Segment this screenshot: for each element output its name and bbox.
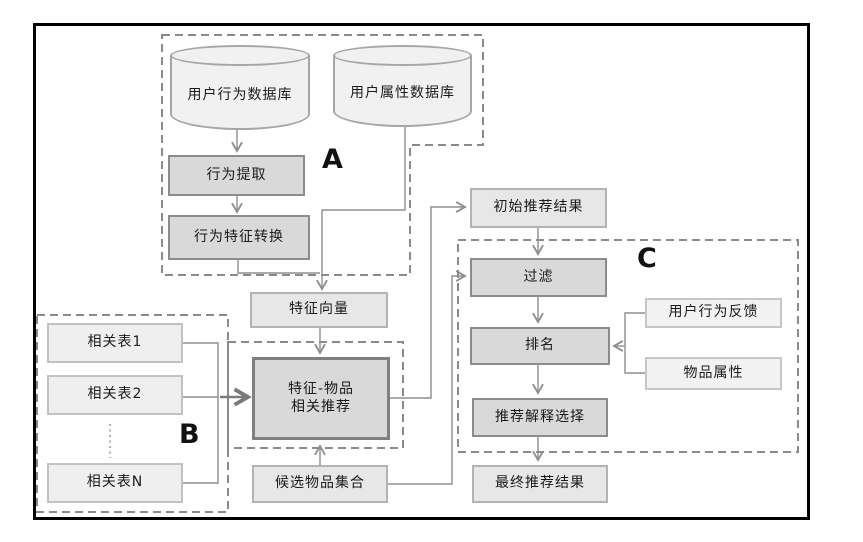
node-label: 物品属性 [683,364,744,381]
node-behavior-feature-conversion: 行为特征转换 [168,215,310,260]
cylinder-top [333,45,472,66]
edge-attributedb-to-featurevector [316,127,406,291]
node-feature-vector: 特征向量 [250,292,388,328]
node-explanation-selection: 推荐解释选择 [472,398,608,437]
node-label: 最终推荐结果 [495,475,585,492]
node-behavior-extraction: 行为提取 [168,155,305,196]
node-user-behavior-feedback: 用户行为反馈 [645,298,782,328]
node-label: 特征-物品 相关推荐 [288,381,354,416]
edge-featureitem-to-initialresult [390,201,467,399]
edge-conversion-merge [237,260,320,274]
zone-b-outline [36,314,229,513]
node-label: 用户行为反馈 [668,304,759,321]
database-user-behavior: 用户行为数据库 [170,45,310,130]
node-final-result: 最终推荐结果 [472,465,608,503]
node-label: 相关表1 [87,334,143,351]
node-label: 候选物品集合 [275,475,365,492]
node-label: 用户属性数据库 [350,85,455,101]
node-label: 过滤 [523,268,554,285]
node-related-table-n: 相关表N [47,463,183,503]
node-candidate-item-set: 候选物品集合 [252,465,388,503]
database-user-attribute: 用户属性数据库 [333,45,472,127]
edge-feedback-attrs-join [624,312,645,374]
node-label: 排名 [525,337,555,354]
cylinder-top [170,45,310,66]
node-label-line2: 相关推荐 [291,398,351,415]
node-label: 特征向量 [289,301,349,318]
outer-border [33,23,810,520]
node-related-table-1: 相关表1 [47,323,183,363]
node-label: 初始推荐结果 [493,199,584,216]
node-label: 行为特征转换 [194,228,284,245]
zone-label-a: A [322,144,343,175]
node-initial-result: 初始推荐结果 [470,188,607,228]
node-feature-item-recommendation: 特征-物品 相关推荐 [252,357,390,440]
cylinder-body [170,55,310,130]
node-label: 推荐解释选择 [495,408,585,425]
node-label: 行为提取 [206,166,267,183]
edge-related-tables-join [183,342,219,484]
zone-label-b: B [179,419,200,450]
edge-candidates-to-filter [388,270,467,485]
zone-c-outline [457,239,799,453]
zone-label-c: C [637,243,657,274]
cylinder-body [333,55,472,127]
node-filter: 过滤 [470,258,607,297]
node-label: 相关表N [86,474,144,491]
node-label: 用户行为数据库 [187,86,293,103]
node-label: 相关表2 [87,386,143,403]
node-item-attributes: 物品属性 [645,357,782,390]
node-ranking: 排名 [470,327,610,365]
node-label-line1: 特征-物品 [287,381,355,397]
node-related-table-2: 相关表2 [47,375,183,415]
